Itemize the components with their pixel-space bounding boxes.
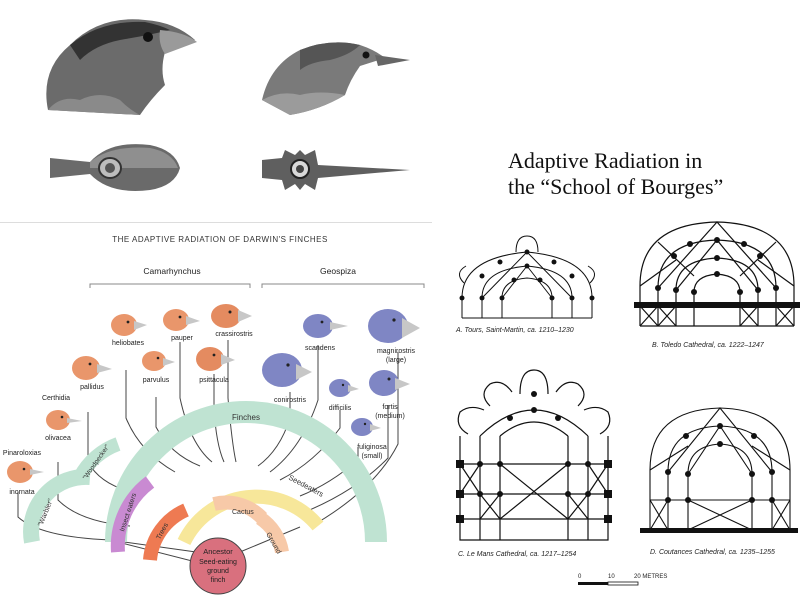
- bird-parvulus-icon: [142, 351, 175, 371]
- plan-coutances: D. Coutances Cathedral, ca. 1235–1255: [640, 407, 798, 556]
- species-certhidia: Certhidia: [42, 395, 70, 402]
- bird-psittacula-icon: [196, 347, 235, 371]
- species-fortis-size: (medium): [375, 413, 405, 420]
- cactus-arc-label: Cactus: [232, 509, 254, 516]
- species-pinaroloxias: Pinaroloxias: [3, 450, 42, 457]
- bird-difficilis-icon: [329, 379, 359, 397]
- bird-olivacea-icon: [46, 410, 82, 430]
- plan-toledo: B. Toledo Cathedral, ca. 1222–1247: [634, 221, 800, 349]
- caption-coutances: D. Coutances Cathedral, ca. 1235–1255: [650, 549, 775, 556]
- slide-title-line-2: the “School of Bourges”: [508, 174, 724, 199]
- caption-le-mans: C. Le Mans Cathedral, ca. 1217–1254: [458, 551, 576, 558]
- seedeaters-arc: [177, 489, 324, 546]
- caption-toledo: B. Toledo Cathedral, ca. 1222–1247: [652, 342, 765, 349]
- ancestor-label-3: ground: [207, 568, 229, 575]
- scale-label-20: 20 METRES: [634, 574, 667, 580]
- slide-title-line-1: Adaptive Radiation in: [508, 148, 703, 173]
- small-beak-sketch: [262, 150, 410, 190]
- species-fortis: fortis: [382, 404, 398, 411]
- bird-pallidus-icon: [72, 356, 112, 380]
- bird-heliobates-icon: [111, 314, 147, 336]
- species-heliobates: heliobates: [112, 340, 144, 347]
- cactus-arc: [212, 495, 268, 524]
- species-olivacea: olivacea: [45, 435, 71, 442]
- large-beak-finch-sketch: [46, 19, 197, 115]
- scale-label-10: 10: [608, 574, 615, 580]
- ancestor-label-1: Ancestor: [203, 547, 233, 556]
- bird-scandens-icon: [303, 314, 348, 338]
- woodpecker-arc: [73, 437, 121, 481]
- insect-eaters-arc: [110, 476, 155, 553]
- species-inornata: inornata: [9, 489, 34, 496]
- species-magnirostris: magnirostris: [377, 348, 416, 355]
- warbler-arc: [23, 468, 91, 544]
- scale-label-0: 0: [578, 574, 582, 580]
- species-pauper: pauper: [171, 335, 193, 342]
- seedeaters-arc-label: Seedeaters: [287, 473, 325, 499]
- finch-radiation-diagram: THE ADAPTIVE RADIATION OF DARWIN'S FINCH…: [0, 222, 432, 595]
- trees-arc: [143, 503, 190, 561]
- species-conirostris: conirostris: [274, 397, 306, 404]
- finch-sketches: [46, 19, 410, 191]
- ground-arc: [255, 512, 289, 554]
- species-scandens: scandens: [305, 345, 335, 352]
- scale-bar: 0 10 20 METRES: [578, 574, 667, 586]
- species-fuliginosa: fuliginosa: [357, 444, 387, 451]
- genus-camarhynchus-bracket: [89, 283, 251, 288]
- bird-fortis-icon: [369, 370, 410, 396]
- species-magnirostris-size: (large): [386, 357, 406, 364]
- bird-fuliginosa-icon: [351, 418, 381, 436]
- species-psittacula: psittacula: [199, 377, 229, 384]
- bird-inornata-icon: [7, 461, 44, 483]
- genus-geospiza-label: Geospiza: [320, 266, 356, 276]
- species-crassirostris: crassirostris: [215, 331, 253, 338]
- bird-crassirostris-icon: [211, 304, 252, 328]
- finches-arc-label: Finches: [232, 413, 260, 422]
- species-pallidus: pallidus: [80, 384, 104, 391]
- plan-tours: A. Tours, Saint-Martin, ca. 1210–1230: [455, 235, 595, 334]
- ancestor-label-4: finch: [211, 577, 226, 584]
- finches-arc: [105, 401, 387, 543]
- small-beak-finch-sketch: [262, 42, 410, 115]
- species-difficilis: difficilis: [329, 405, 352, 412]
- bird-conirostris-icon: [262, 353, 312, 387]
- ancestor-node: [189, 537, 247, 595]
- species-parvulus: parvulus: [143, 377, 170, 384]
- genus-camarhynchus-label: Camarhynchus: [143, 266, 200, 276]
- caption-tours: A. Tours, Saint-Martin, ca. 1210–1230: [455, 327, 574, 334]
- diagram-title: THE ADAPTIVE RADIATION OF DARWIN'S FINCH…: [112, 235, 328, 244]
- species-fuliginosa-size: (small): [362, 453, 383, 460]
- slide-title: Adaptive Radiation in the “School of Bou…: [508, 148, 788, 200]
- genus-geospiza-bracket: [261, 283, 425, 288]
- ancestor-label-2: Seed-eating: [199, 559, 237, 566]
- bird-pauper-icon: [163, 309, 200, 331]
- plan-le-mans: C. Le Mans Cathedral, ca. 1217–1254: [456, 369, 612, 558]
- large-beak-sketch: [50, 144, 180, 191]
- bird-magnirostris-icon: [368, 309, 420, 343]
